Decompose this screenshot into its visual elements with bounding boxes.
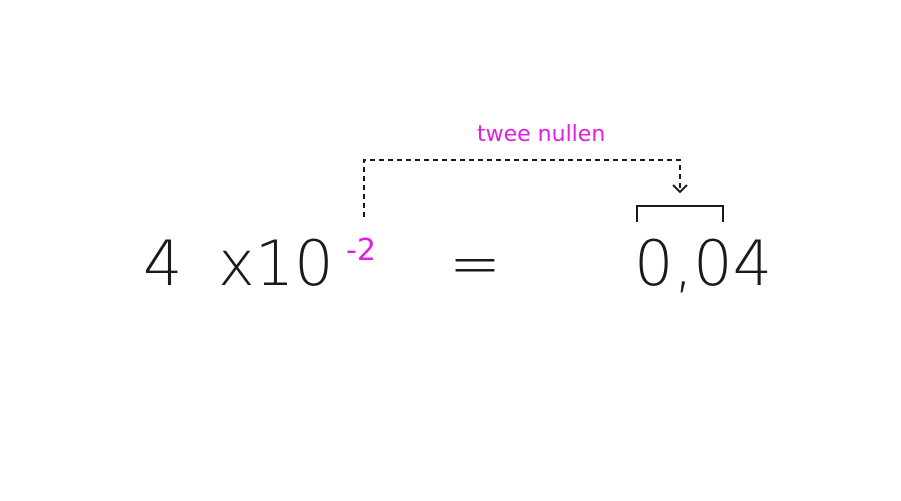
annotation-twee-nullen: twee nullen xyxy=(477,122,606,147)
mantissa: 4 xyxy=(143,227,183,300)
arrow-head-icon xyxy=(672,184,688,194)
equals-sign: = xyxy=(449,227,501,300)
dashed-arrow-path xyxy=(363,159,681,217)
times-ten: x10 xyxy=(218,227,334,300)
zeros-bracket xyxy=(636,205,724,222)
exponent: -2 xyxy=(346,233,376,268)
result-value: 0,04 xyxy=(634,227,773,300)
